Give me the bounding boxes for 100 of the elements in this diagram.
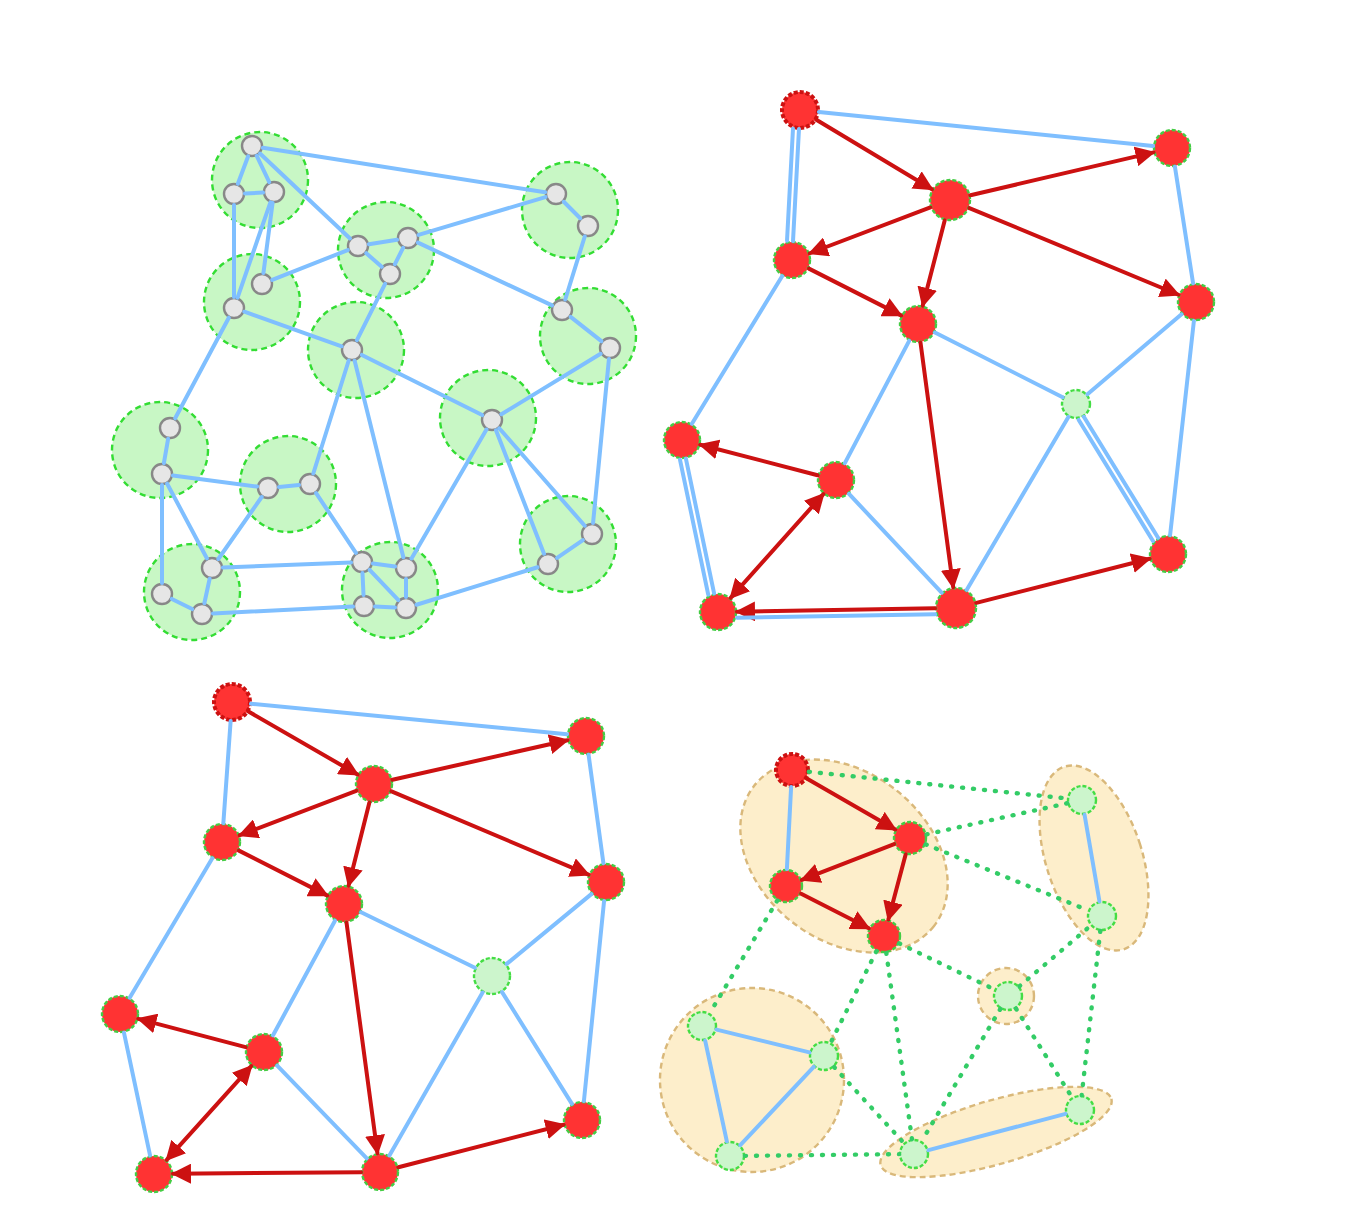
arrow [968,146,1156,198]
connector-line [497,426,587,528]
dotted-line [1017,923,1093,989]
node-circle [240,134,264,158]
connector-line [216,495,264,561]
node-circle [340,338,364,362]
connector-line [235,154,251,186]
connector-line [160,483,164,585]
arrow [389,789,591,877]
arrow [236,848,330,898]
connector-line [254,153,272,185]
connector-line [703,1038,729,1144]
arrow [974,553,1152,605]
connector-line [221,718,233,826]
group-ellipse [1038,764,1150,952]
node-circle [150,462,174,486]
arrow [171,1163,363,1184]
cluster-circle [238,434,338,534]
node-circle [346,234,370,258]
connector-line [555,538,585,560]
node-circle [580,522,604,546]
cluster-circle [306,300,406,400]
node-circle [352,594,376,618]
node-circle [566,716,606,756]
cluster-circle [110,400,210,500]
dotted-line [806,769,1070,801]
arrow [814,117,934,192]
arrow [967,206,1181,298]
arrow [396,1119,566,1170]
connector-line [127,856,215,1000]
arrow [343,800,372,888]
arrow [344,920,385,1156]
arrow [390,734,570,782]
connector-line [499,351,603,417]
arrow [698,439,820,478]
connector-line [735,612,938,620]
connector-line [678,457,711,597]
node-circle [598,336,622,360]
node-circle [576,214,600,238]
connector-line [232,203,236,299]
node-circle [892,820,928,856]
connector-line [360,571,366,597]
connector-line [500,990,574,1106]
node-circle [772,240,812,280]
double-arrow [164,1064,254,1162]
arrow [246,709,360,777]
connector-line [415,240,555,308]
node-circle [150,582,174,606]
connector-line [359,352,485,418]
arrow [735,601,937,622]
connector-line [364,251,384,269]
arrow [918,340,961,590]
node-circle [250,272,274,296]
connector-line [1168,318,1196,538]
node-circle [714,1140,746,1172]
group-ellipse [976,966,1036,1026]
connector-line [354,281,388,343]
node-circle [536,552,560,576]
node-circle [816,460,856,500]
node-circle [212,682,252,722]
connector-line [258,151,352,241]
arrow [806,266,904,318]
connector-line [235,200,273,300]
node-circle [134,1154,174,1194]
connector-line [964,414,1071,592]
group-ellipse [879,1085,1113,1179]
node-circle [324,884,364,924]
cluster-circle [538,286,638,386]
node-circle [222,296,246,320]
connector-line [170,473,260,489]
connector-line [561,199,583,221]
node-circle [244,1032,284,1072]
node-circle [100,994,140,1034]
connector-line [591,356,611,526]
node-circle [774,752,810,788]
connector-line [714,1027,812,1055]
node-circle [544,182,568,206]
connector-line [416,195,548,237]
connector-line [367,567,401,603]
dotted-line [1013,1006,1075,1100]
connector-line [271,918,337,1038]
connector-line [165,481,209,561]
connector-line [121,1030,153,1158]
dotted-line [897,941,997,992]
connector-line [563,234,587,302]
node-circle [1086,900,1118,932]
node-circle [1064,1094,1096,1126]
connector-line [689,274,785,426]
connector-line [243,190,265,196]
dotted-line [1079,928,1103,1098]
dotted-line [742,1151,902,1159]
connector-line [785,126,795,243]
node-circle [1176,282,1216,322]
node-circle [378,262,402,286]
node-circle [662,420,702,460]
node-circle [934,586,978,630]
connector-line [784,785,794,871]
connector-line [261,200,275,276]
connector-line [173,315,231,421]
group-ellipse [658,986,846,1174]
